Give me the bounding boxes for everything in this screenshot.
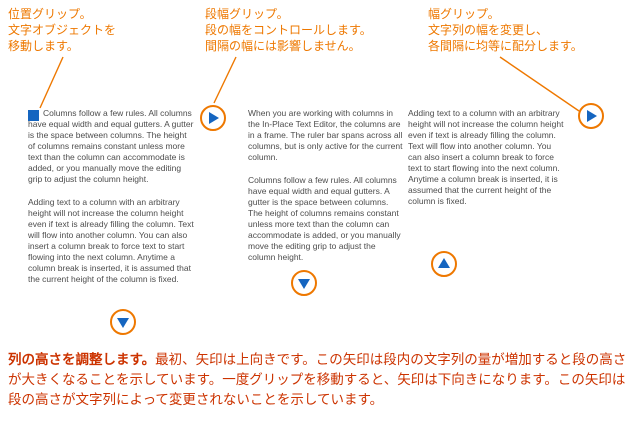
footer-note: 列の高さを調整します。最初、矢印は上向きです。この矢印は段内の文字列の量が増加す… bbox=[8, 350, 632, 410]
callout-line: 移動します。 bbox=[8, 39, 79, 53]
column-height-grip-marker-2 bbox=[291, 270, 317, 296]
callout-line: 段の幅をコントロールします。 bbox=[205, 23, 372, 37]
down-arrow-icon bbox=[117, 318, 129, 328]
text-column-1: Columns follow a few rules. All columns … bbox=[28, 108, 194, 297]
callout-line: 幅グリップ。 bbox=[428, 7, 500, 21]
column-width-grip-marker bbox=[200, 105, 226, 131]
callout-line: 間隔の幅には影響しません。 bbox=[205, 39, 361, 53]
callout-line: 各間隔に均等に配分します。 bbox=[428, 39, 583, 53]
right-arrow-icon bbox=[587, 110, 597, 122]
leader-line-position bbox=[39, 56, 64, 109]
column-height-grip-marker-3 bbox=[431, 251, 457, 277]
text-column-3: Adding text to a column with an arbitrar… bbox=[408, 108, 566, 219]
column-height-grip-marker-1 bbox=[110, 309, 136, 335]
leader-line-column-width bbox=[213, 56, 237, 104]
footer-lead: 列の高さを調整します。 bbox=[8, 352, 156, 367]
down-arrow-icon bbox=[298, 279, 310, 289]
callout-position-grip: 位置グリップ。 文字オブジェクトを 移動します。 bbox=[8, 6, 116, 54]
position-grip-icon bbox=[28, 110, 39, 121]
column-paragraph: When you are working with columns in the… bbox=[248, 108, 403, 162]
text-column-2: When you are working with columns in the… bbox=[248, 108, 403, 275]
callout-line: 位置グリップ。 bbox=[8, 7, 92, 21]
column-paragraph: Columns follow a few rules. All columns … bbox=[248, 175, 401, 262]
column-paragraph: Columns follow a few rules. All columns … bbox=[28, 108, 194, 184]
leader-line-width bbox=[499, 56, 580, 112]
column-paragraph: Adding text to a column with an arbitrar… bbox=[28, 197, 194, 284]
callout-line: 文字オブジェクトを bbox=[8, 23, 117, 37]
footer-body: 最初、矢印は上向きです。この矢印は段内の文字列の量が増加すると段の高さが大きくな… bbox=[8, 352, 627, 407]
callout-line: 段幅グリップ。 bbox=[205, 7, 289, 21]
callout-line: 文字列の幅を変更し、 bbox=[428, 23, 549, 37]
up-arrow-icon bbox=[438, 258, 450, 268]
column-paragraph: Adding text to a column with an arbitrar… bbox=[408, 108, 564, 206]
right-arrow-icon bbox=[209, 112, 219, 124]
callout-width-grip: 幅グリップ。 文字列の幅を変更し、 各間隔に均等に配分します。 bbox=[428, 6, 583, 54]
width-grip-marker bbox=[578, 103, 604, 129]
callout-column-width-grip: 段幅グリップ。 段の幅をコントロールします。 間隔の幅には影響しません。 bbox=[205, 6, 372, 54]
